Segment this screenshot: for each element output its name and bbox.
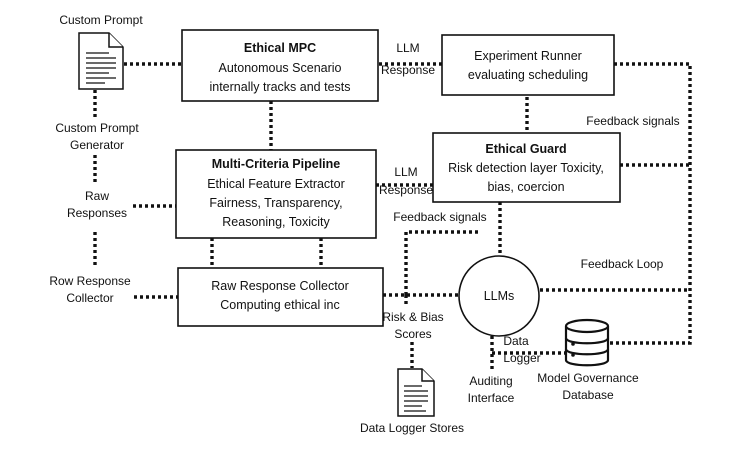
llm-response-mid-label-2: Response <box>379 183 433 197</box>
connectors <box>93 62 692 372</box>
ethical-mpc-line-2: internally tracks and tests <box>209 80 350 94</box>
multi-criteria-line-1: Ethical Feature Extractor <box>207 177 345 191</box>
auditing-interface-label-2: Interface <box>468 391 515 405</box>
document-icon <box>397 368 435 417</box>
ethical-mpc-title: Ethical MPC <box>244 41 316 55</box>
ethical-mpc-box[interactable]: Ethical MPC Autonomous Scenario internal… <box>181 29 379 102</box>
model-governance-db-label-1: Model Governance <box>537 371 639 385</box>
feedback-loop-label: Feedback Loop <box>581 257 664 271</box>
row-response-collector-label-1: Row Response <box>49 274 131 288</box>
risk-bias-scores-label-1: Risk & Bias <box>382 310 443 324</box>
multi-criteria-title: Multi-Criteria Pipeline <box>212 157 341 171</box>
multi-criteria-pipeline-box[interactable]: Multi-Criteria Pipeline Ethical Feature … <box>175 149 377 239</box>
raw-responses-label-2: Responses <box>67 206 127 220</box>
custom-prompt-label: Custom Prompt <box>59 13 143 27</box>
llm-response-top-label-2: Response <box>381 63 435 77</box>
risk-bias-scores-label-2: Scores <box>394 327 431 341</box>
raw-collector-line-2: Computing ethical inc <box>220 298 340 312</box>
llm-response-mid-label-1: LLM <box>394 165 417 179</box>
ethical-guard-line-2: bias, coercion <box>487 180 564 194</box>
data-logger-stores-label: Data Logger Stores <box>360 421 464 435</box>
row-response-collector-label-2: Collector <box>66 291 113 305</box>
custom-prompt-generator-label-2: Generator <box>70 138 124 152</box>
multi-criteria-line-2: Fairness, Transparency, <box>209 196 342 210</box>
llm-response-top-label-1: LLM <box>396 41 419 55</box>
connector-runner-feedback <box>610 62 692 345</box>
model-governance-db-label-2: Database <box>562 388 614 402</box>
raw-responses-label-1: Raw <box>85 189 109 203</box>
raw-response-collector-box[interactable]: Raw Response Collector Computing ethical… <box>177 267 384 327</box>
database-icon <box>564 318 610 367</box>
custom-prompt-generator-label-1: Custom Prompt <box>55 121 139 135</box>
multi-criteria-line-3: Reasoning, Toxicity <box>222 215 330 229</box>
llms-node[interactable]: LLMs <box>458 255 540 337</box>
experiment-runner-box[interactable]: Experiment Runner evaluating scheduling <box>441 34 615 96</box>
experiment-runner-line-2: evaluating scheduling <box>468 68 588 82</box>
data-logger-label-1: Data <box>503 334 529 348</box>
ethical-guard-box[interactable]: Ethical Guard Risk detection layer Toxic… <box>432 132 621 203</box>
data-logger-label-2: Logger <box>503 351 540 365</box>
feedback-signals-right-label: Feedback signals <box>586 114 679 128</box>
feedback-signals-mid-label: Feedback signals <box>393 210 486 224</box>
raw-collector-line-1: Raw Response Collector <box>211 279 349 293</box>
experiment-runner-line-1: Experiment Runner <box>474 49 582 63</box>
ethical-guard-line-1: Risk detection layer Toxicity, <box>448 161 604 175</box>
auditing-interface-label-1: Auditing <box>469 374 512 388</box>
ethical-guard-title: Ethical Guard <box>485 142 566 156</box>
llms-label: LLMs <box>484 289 515 303</box>
connector-feedback-signals-mid <box>404 230 478 295</box>
document-icon <box>78 32 124 90</box>
ethical-mpc-line-1: Autonomous Scenario <box>219 61 342 75</box>
